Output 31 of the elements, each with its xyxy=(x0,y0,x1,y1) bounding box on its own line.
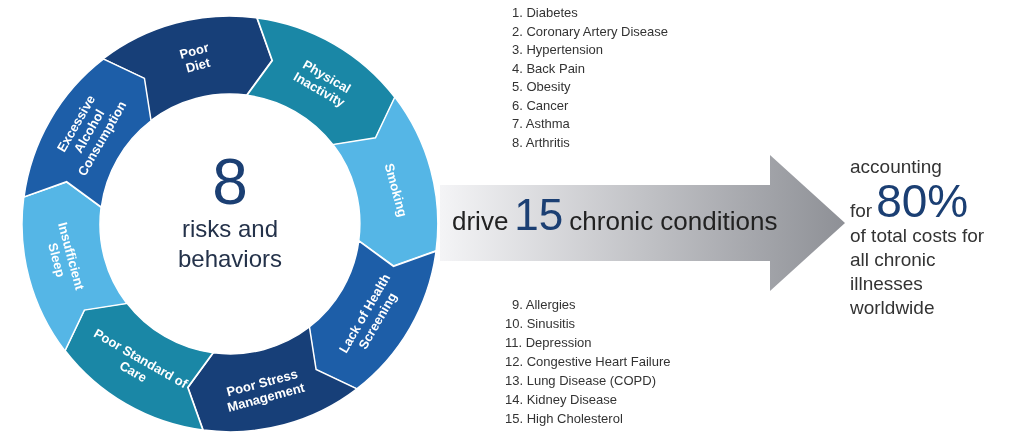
result-text: for xyxy=(850,199,873,222)
arrow-text: drive xyxy=(452,205,509,238)
condition-item: 11. Depression xyxy=(505,334,592,352)
segment-label: Poor Diet xyxy=(177,39,214,79)
condition-item: 12. Congestive Heart Failure xyxy=(505,353,671,371)
condition-item: 4. Back Pain xyxy=(512,59,585,78)
condition-item: 8. Arthritis xyxy=(512,133,570,152)
condition-item: 9. Allergies xyxy=(512,296,576,314)
condition-item: 14. Kidney Disease xyxy=(505,391,617,409)
center-caption: risks and behaviors xyxy=(176,214,284,274)
segment-label: Smoking xyxy=(380,160,411,221)
condition-item: 6. Cancer xyxy=(512,96,569,115)
result-text: of total costs for all chronic illnesses worldwide xyxy=(850,224,986,320)
condition-item: 1. Diabetes xyxy=(512,4,578,22)
condition-item: 13. Lung Disease (COPD) xyxy=(505,372,656,390)
condition-item: 2. Coronary Artery Disease xyxy=(512,22,669,41)
count-number: 15 xyxy=(514,193,564,237)
arrow-text: chronic conditions xyxy=(569,205,778,238)
condition-item: 3. Hypertension xyxy=(512,41,604,59)
chevron-segment xyxy=(22,57,152,208)
arrow-shape xyxy=(440,155,845,291)
condition-item: 5. Obesity xyxy=(512,78,571,96)
condition-item: 15. High Cholesterol xyxy=(505,410,623,428)
chevron-segment xyxy=(245,16,396,146)
chevron-segment xyxy=(63,302,214,432)
count-number: 8 xyxy=(212,150,248,214)
condition-item: 10. Sinusitis xyxy=(505,315,576,333)
chevron-segment xyxy=(308,239,438,390)
condition-item: 7. Asthma xyxy=(512,115,570,133)
result-text: accounting xyxy=(850,155,943,178)
percentage-number: 80% xyxy=(876,178,969,224)
